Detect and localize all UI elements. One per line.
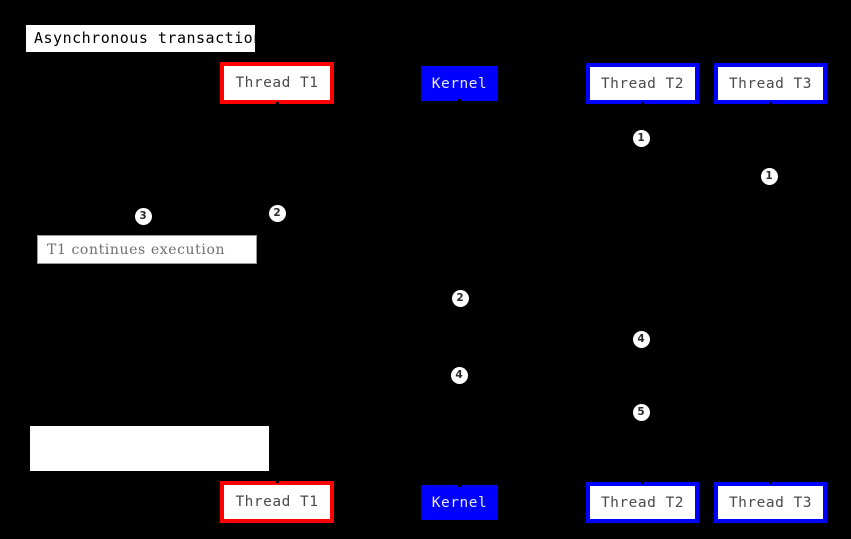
step-marker-5-m8: 5 [632,403,650,421]
lifeline-stub-t1 [275,102,279,107]
participant-t1[interactable]: Thread T1 [220,62,334,104]
lifeline-stub-kernel [458,99,461,104]
lifeline-stub-t2 [641,102,644,107]
lifeline-stub-kernelb [458,482,461,487]
participant-label: Thread T1 [235,494,319,510]
participant-label: Kernel [431,494,488,511]
participant-label: Thread T3 [728,75,813,92]
participant-t3[interactable]: Thread T3 [714,63,827,104]
participant-label: Kernel [431,75,488,92]
diagram-title: Asynchronous transaction [26,25,262,52]
note-t1-continues: T1 continues execution [37,235,257,264]
step-marker-2-m5: 2 [451,289,469,307]
participant-t2[interactable]: Thread T2 [586,63,699,104]
lifeline-stub-t2b [641,479,644,484]
participant-label: Thread T2 [600,75,685,92]
participant-label: Thread T2 [600,494,685,511]
lifeline-stub-t3 [769,102,772,107]
step-marker-1-m1: 1 [632,129,650,147]
lifeline-stub-t3b [769,479,772,484]
step-marker-1-m2: 1 [760,167,778,185]
participant-label: Thread T1 [235,75,319,91]
step-marker-2-m4: 2 [268,204,286,222]
note-label: T1 continues execution [47,241,226,258]
participant-label: Thread T3 [728,494,813,511]
step-marker-4-m7: 4 [450,366,468,384]
participant-kernel[interactable]: Kernel [421,66,498,101]
participant-kernelb[interactable]: Kernel [421,485,498,520]
participant-t3b[interactable]: Thread T3 [714,482,827,523]
lifeline-stub-t1b [275,478,279,483]
blank-note [30,426,269,471]
participant-t2b[interactable]: Thread T2 [586,482,699,523]
step-marker-4-m6: 4 [632,330,650,348]
step-marker-3-m3: 3 [134,207,152,225]
participant-t1b[interactable]: Thread T1 [220,481,334,523]
